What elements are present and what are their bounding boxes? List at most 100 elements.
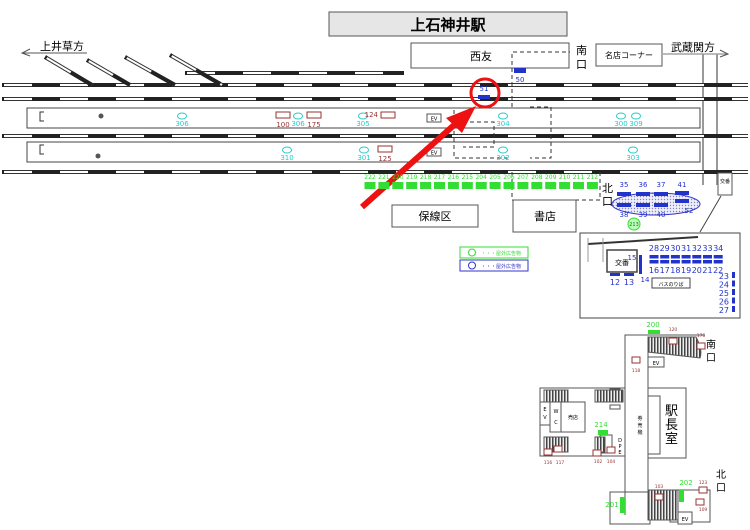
blue-ad-label: 16 — [649, 266, 659, 275]
blue-ad-label: 24 — [719, 281, 729, 290]
track-sleeper — [124, 55, 176, 87]
green-ad-icon — [434, 182, 445, 189]
red-ad-icon — [377, 145, 393, 153]
blue-ad-label: 32 — [692, 244, 702, 253]
blue-ad-icon — [681, 255, 691, 259]
svg-text:口: 口 — [576, 58, 587, 71]
blue-ad-label: 37 — [657, 181, 666, 189]
cyan-ad-label: 309 — [629, 120, 642, 128]
svg-text:保線区: 保線区 — [419, 209, 452, 223]
red-ad-label: 103 — [655, 484, 664, 490]
blue-ad-icon — [703, 260, 712, 264]
blue-ad-icon — [660, 255, 670, 259]
blue-ad-icon — [610, 273, 620, 276]
green-ad-label: 222 — [364, 174, 376, 181]
blue-ad-icon — [732, 306, 735, 312]
blue-ad-label: 17 — [660, 266, 670, 275]
blue-ad-label: 15 — [628, 254, 637, 262]
svg-text:E: E — [618, 450, 621, 456]
svg-text:D: D — [618, 438, 622, 444]
blue-ad-label: 33 — [702, 244, 712, 253]
svg-text:書店: 書店 — [534, 209, 556, 223]
green-ad-label: 204 — [475, 174, 487, 181]
green-ad-icon — [620, 497, 625, 513]
cyan-ad-icon — [498, 112, 508, 120]
red-ad-icon — [553, 445, 563, 453]
red-ad-icon — [696, 342, 706, 350]
red-ad-icon — [275, 111, 291, 119]
cyan-ad-icon — [282, 146, 292, 154]
blue-ad-label: 25 — [719, 289, 729, 298]
south-exit-label: 南 口 — [576, 44, 587, 71]
red-ad-icon — [631, 356, 641, 364]
blue-ad-icon — [624, 273, 634, 276]
green-ad-label: 201 — [605, 501, 618, 509]
green-ad-icon — [531, 182, 543, 189]
blue-ad-label: 52 — [685, 207, 694, 215]
red-ad-label: 100 — [276, 121, 289, 129]
svg-text:券: 券 — [637, 415, 642, 422]
red-ad-label: 117 — [556, 460, 565, 466]
track-sleeper — [85, 58, 132, 87]
concourse-labels: 券 売 機 駅 長 室 売店 W C E V D P E EV EV 南 口 北… — [543, 338, 726, 523]
koban-small: 交番 — [699, 172, 733, 233]
direction-east-label: 武蔵関方 — [671, 40, 715, 54]
red-ad-icon — [306, 111, 322, 119]
cyan-ad-label: 300 — [614, 120, 627, 128]
green-ad-icon — [461, 182, 473, 189]
red-ad-label: 175 — [307, 121, 320, 129]
blue-ad-icon — [649, 255, 659, 259]
blue-ad-icon — [713, 260, 723, 264]
green-ad-label: 217 — [434, 174, 446, 181]
blue-ad-label: 36 — [639, 181, 648, 189]
svg-text:C: C — [554, 420, 558, 426]
green-ad-label: 215 — [462, 174, 474, 181]
blue-ad-icon — [636, 203, 650, 207]
blue-ad-label: 12 — [610, 278, 620, 287]
cyan-ad-icon — [359, 146, 369, 154]
green-ad-icon — [559, 182, 571, 189]
green-ad-icon — [392, 182, 404, 189]
svg-text:交番: 交番 — [720, 178, 730, 185]
tracks — [2, 53, 748, 174]
blue-ad-icon — [660, 260, 670, 264]
red-ad-label: 102 — [594, 459, 603, 465]
legend-green-label: ・・・屋外広告物 — [481, 250, 521, 257]
cyan-ad-icon — [293, 112, 303, 120]
blue-ad-icon — [692, 255, 702, 259]
legend: ・・・屋外広告物 ・・・屋外広告物 — [459, 246, 529, 272]
cyan-ad-label: 303 — [626, 154, 639, 162]
platform-2 — [26, 141, 701, 163]
blue-ad-label: 30 — [670, 244, 680, 253]
red-ad-label: 118 — [632, 368, 641, 374]
blue-ad-label: 38 — [620, 211, 629, 219]
green-ad-icon — [679, 490, 684, 502]
track-sleeper — [43, 55, 94, 87]
legend-blue-label: ・・・屋外広告物 — [481, 263, 521, 270]
blue-ad-icon — [617, 203, 631, 207]
seiyu-label: 西友 — [470, 49, 492, 63]
svg-text:売店: 売店 — [568, 414, 578, 421]
blue-ad-icon — [654, 203, 668, 207]
blue-ad-icon — [670, 255, 680, 259]
green-ad-icon — [420, 182, 432, 189]
green-circle-label: 213 — [629, 222, 639, 228]
svg-text:口: 口 — [716, 483, 726, 494]
highlight-marker — [360, 77, 501, 210]
blue-ad-label: 14 — [641, 276, 650, 284]
blue-ad-icon — [692, 260, 702, 264]
red-ad-label: 176 — [697, 333, 706, 339]
bus-terminal-inset: 交番 バスのりば — [579, 232, 741, 319]
svg-text:室: 室 — [665, 431, 678, 447]
blue-ad-icon — [514, 68, 526, 73]
green-ad-icon — [573, 182, 584, 189]
svg-text:口: 口 — [706, 353, 716, 364]
svg-text:EV: EV — [431, 151, 438, 157]
direction-west: 上井草方 — [20, 39, 87, 57]
meiten-corner: 名店コーナー — [595, 43, 663, 67]
seiyu-building: 西友 — [410, 42, 570, 69]
green-ad-label: 216 — [448, 174, 460, 181]
blue-ad-label: 18 — [670, 266, 680, 275]
blue-ad-icon — [732, 272, 735, 278]
cyan-ad-label: 301 — [357, 154, 370, 162]
